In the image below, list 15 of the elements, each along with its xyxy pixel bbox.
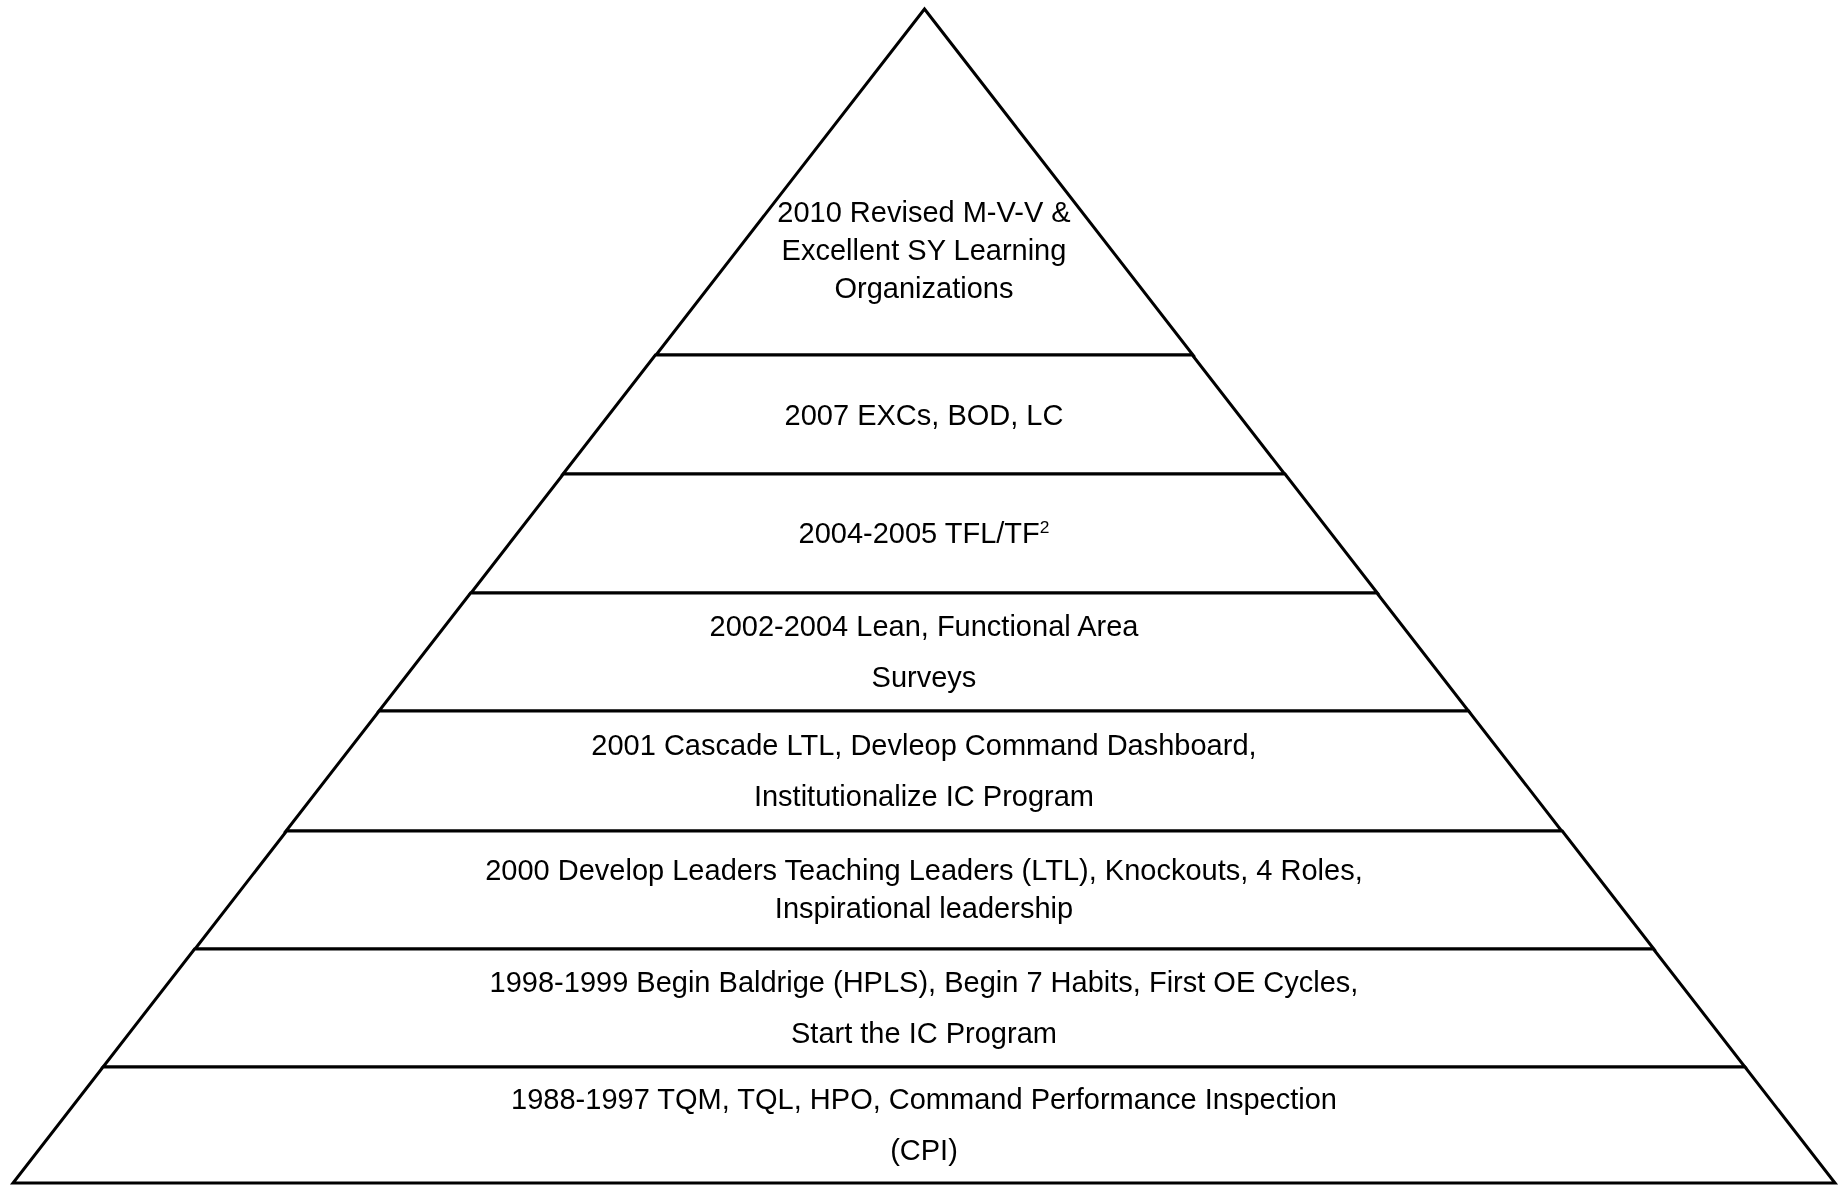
tier-label: 2010 Revised M-V-V & Excellent SY Learning Organizations [776,195,1072,307]
tier-label: 2000 Develop Leaders Teaching Leaders (LTL), Knockouts, 4 Roles, Inspirational leadership [484,853,1364,926]
pyramid-tier [103,949,1745,1067]
pyramid-tier [13,1067,1835,1183]
pyramid-tier [194,831,1654,949]
tier-label: 1998-1999 Begin Baldrige (HPLS), Begin 7 Habits, First OE Cycles, Start the IC Program [489,965,1359,1051]
tier-label: 2007 EXCs, BOD, LC [783,397,1065,433]
tier-label: 2004-2005 TFL/TF$^{2}$ [797,515,1051,551]
tier-label: 1988-1997 TQM, TQL, HPO, Command Performance Inspection (CPI) [510,1082,1338,1168]
pyramid-tier [563,355,1285,474]
tier-label: 2001 Cascade LTL, Devleop Command Dashboard, Institutionalize IC Program [590,728,1258,814]
tier-label: 2002-2004 Lean, Functional Area Surveys [708,609,1140,695]
pyramid-tier [286,711,1562,831]
pyramid-tier [379,593,1469,711]
pyramid-tier [470,474,1378,593]
